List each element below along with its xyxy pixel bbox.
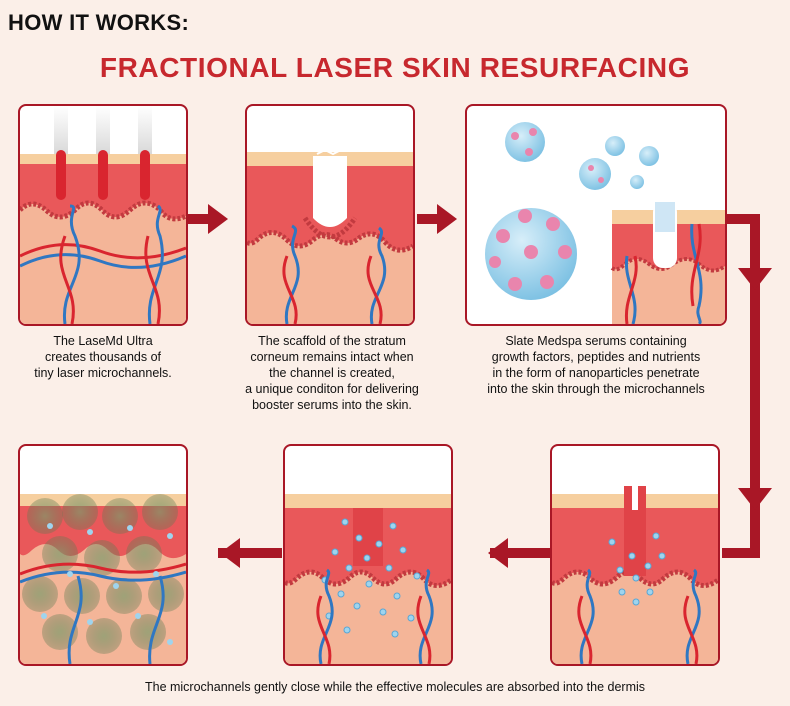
arrow-shaft-5	[490, 548, 550, 558]
absorption-complete-illustration	[20, 494, 186, 664]
arrow-down-head-1	[738, 268, 772, 290]
intact-scaffold	[316, 148, 342, 156]
step-3-panel	[465, 104, 727, 326]
arrow-shaft-1	[188, 214, 210, 224]
absorbed-serum-molecules	[608, 532, 666, 606]
step-3-caption: Slate Medspa serums containing growth fa…	[487, 334, 705, 396]
nanoparticle-medium-2	[579, 158, 611, 190]
vein	[20, 253, 186, 269]
step-1-panel	[18, 104, 188, 326]
arrow-head-6	[220, 538, 240, 568]
laser-microchannel-illustration	[20, 106, 186, 324]
step-2-panel	[245, 104, 415, 326]
absorbed-molecules	[22, 494, 184, 654]
step-4-panel	[550, 444, 720, 666]
laser-beam-3	[138, 106, 152, 154]
arrow-head-1	[208, 204, 228, 234]
closing-channel	[624, 486, 646, 576]
arrow-shaft-6	[218, 548, 282, 558]
laser-beam-1	[54, 106, 68, 154]
arrow-connector-4	[722, 548, 760, 558]
spreading-molecules	[321, 518, 421, 638]
arrow-vertical	[750, 214, 760, 554]
microchannel-1	[56, 150, 66, 200]
arrow-down-head-2	[738, 488, 772, 510]
arrow-head-5	[488, 538, 508, 568]
nanoparticle-medium-1	[505, 122, 545, 162]
open-microchannel-illustration	[247, 148, 413, 324]
step-6-panel	[18, 444, 188, 666]
page-title: FRACTIONAL LASER SKIN RESURFACING	[99, 52, 691, 83]
step-1-caption: The LaseMd Ultra creates thousands of ti…	[34, 334, 172, 380]
nanoparticle-serum-illustration	[485, 122, 725, 324]
how-it-works-heading: HOW IT WORKS:	[8, 10, 190, 35]
laser-beam-2	[96, 106, 110, 154]
arrow-head-2	[437, 204, 457, 234]
channel-opening	[313, 156, 347, 227]
artery	[20, 243, 186, 260]
microchannel-3	[140, 150, 150, 200]
footer-caption: The microchannels gently close while the…	[144, 680, 646, 694]
step-2-caption: The scaffold of the stratum corneum rema…	[245, 334, 419, 412]
arrow-shaft-2	[417, 214, 439, 224]
step-5-panel	[283, 444, 453, 666]
channel-closing-illustration	[552, 486, 718, 664]
molecules-spreading-illustration	[285, 494, 451, 664]
arrow-connector-3	[720, 214, 760, 224]
microchannel-2	[98, 150, 108, 200]
